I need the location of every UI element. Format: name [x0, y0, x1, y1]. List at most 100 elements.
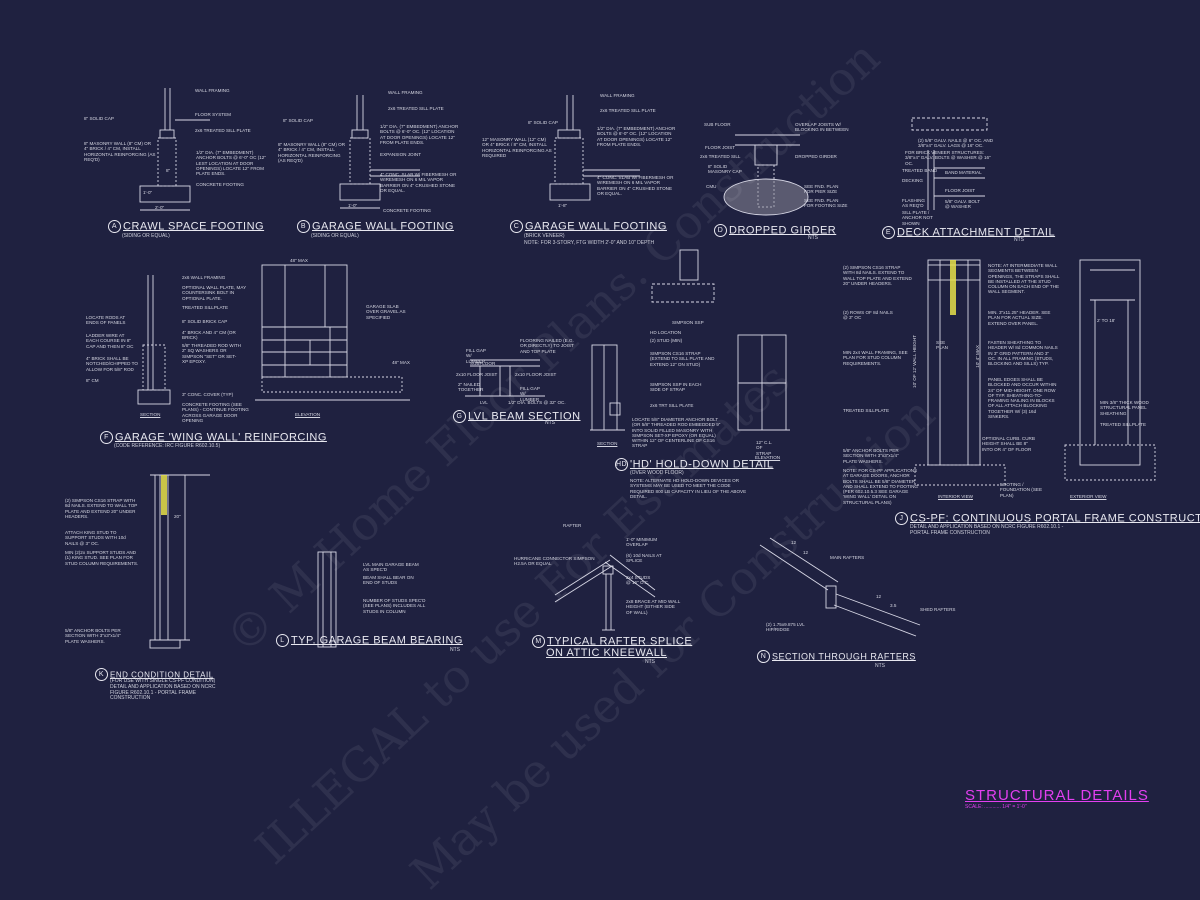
- note: TREATED SILLPLATE: [182, 305, 229, 310]
- cs16-strap-k: [161, 475, 167, 515]
- note: FLASHING AS REQ'D: [902, 198, 925, 209]
- dimension: 1'-0": [143, 190, 153, 195]
- note: (2) STUD (MIN): [650, 338, 683, 343]
- note: 8" SOLID CAP: [84, 116, 114, 121]
- detail-n-linework: [759, 537, 921, 637]
- detail-c-linework: [549, 95, 640, 201]
- dimension: 10' OF 12' WALL HEIGHT: [912, 335, 917, 388]
- note: LADDER WIRE AT EACH COURSE IN 8" CAP AND…: [86, 333, 134, 349]
- detail-g-subtitle: NTS: [545, 420, 555, 426]
- note: SEE FND. PLAN FOR FOOTING SIZE: [804, 198, 848, 209]
- view-label: EXTERIOR VIEW: [1070, 494, 1107, 499]
- detail-h-linework: [590, 334, 790, 431]
- note: 2x6 TREATED SILL PLATE: [388, 106, 444, 111]
- note: HD LOCATION: [650, 330, 682, 335]
- note: 8" MASONRY WALL (8" CM) OR 4" BRICK / 4"…: [84, 141, 156, 162]
- note: NUMBER OF STUDS SPEC'D (SEE PLANS) INCLU…: [363, 598, 426, 614]
- dimension: 3.5: [890, 603, 897, 608]
- note: 2x6 WALL FRAMING: [182, 275, 226, 280]
- view-label: ELEVATION: [295, 412, 321, 417]
- note: CONCRETE FOOTING: [196, 182, 244, 187]
- note: FILL GAP W/ LUMBER: [466, 348, 486, 364]
- note: FLOOR JOIST: [945, 188, 976, 193]
- dimension: 12" C.L. OF STRAP: [756, 440, 773, 456]
- note: MIN 2x4 WALL FRAMING, SEE PLAN FOR STUD …: [843, 350, 908, 366]
- note: LVL: [480, 400, 488, 405]
- note: DECKING: [902, 178, 923, 183]
- dimension: 2'-0": [155, 205, 165, 210]
- detail-e-subtitle: NTS: [1014, 237, 1024, 243]
- note: 2x8 BRACE AT MID WALL HEIGHT (EITHER SID…: [626, 599, 681, 615]
- note: 4" CONC. SLAB W/ FIBERMESH OR WIREMESH O…: [597, 175, 674, 196]
- dimension: 2' TO 18': [1097, 318, 1116, 323]
- note: CONCRETE FOOTING (SEE PLANS) - CONTINUE …: [182, 402, 249, 423]
- dimension: 1'-0": [348, 203, 358, 208]
- detail-d-subtitle: NTS: [808, 235, 818, 241]
- note: 2x6 TREATED SILL PLATE: [195, 128, 251, 133]
- simpson-ssp-label: SIMPSON SSP: [672, 320, 704, 325]
- detail-g-linework: [465, 249, 715, 397]
- note: GARAGE SLAB OVER GRAVEL AS SPECIFIED: [366, 304, 406, 320]
- detail-m-linework: [554, 554, 656, 631]
- note: (6) 10d NAILS AT SPLICE: [626, 553, 662, 564]
- dimension: 48" MAX: [290, 258, 308, 263]
- note: BEAM SHALL BEAR ON END OF STUDS: [363, 575, 414, 586]
- note: 2x6 TREATED SILL: [700, 154, 741, 159]
- note: ATTACH KING STUD TO SUPPORT STUDS WITH 1…: [65, 530, 126, 546]
- note: FOR BRICK VENEER STRUCTURES: 3/8"x4" GAL…: [905, 150, 991, 166]
- note: SUBFLOOR: [470, 361, 496, 366]
- note: 2x10 FLOOR JOIST: [456, 372, 498, 377]
- note: 5/8" ANCHOR BOLTS PER SECTION WITH 3"x3"…: [843, 448, 899, 464]
- dimension: 12: [803, 550, 809, 555]
- note: WALL FRAMING: [600, 93, 635, 98]
- note: 2" NAILED TOGETHER: [458, 382, 484, 393]
- dimension: 1'-8": [558, 203, 568, 208]
- note: SUB FLOOR: [704, 122, 731, 127]
- note: 2x4 STUDS @ 16" O.C.: [626, 575, 651, 586]
- note: 2x6 TRT SILL PLATE: [650, 403, 694, 408]
- detail-a-subtitle: (SIDING OR EQUAL): [122, 233, 170, 239]
- detail-b-subtitle: (SIDING OR EQUAL): [311, 233, 359, 239]
- note: SIMPSON CS16 STRAP (EXTEND TO SILL PLATE…: [650, 351, 715, 367]
- note: WALL FRAMING: [388, 90, 423, 95]
- note: TREATED BAND: [902, 168, 938, 173]
- note: 8" SOLID CAP: [528, 120, 558, 125]
- note: 1/2" DIA. (7" EMBEDMENT) ANCHOR BOLTS @ …: [597, 126, 676, 147]
- note: FILL GAP W/ LUMBER: [520, 386, 540, 402]
- detail-e-linework: [911, 117, 988, 210]
- note: 8" SOLID BRICK CAP: [182, 319, 228, 324]
- sheet-scale: SCALE: ............ 1/4" = 1'-0": [965, 804, 1027, 810]
- note: NOTE: FOR CS-PF APPLICATIONS AT GARAGE D…: [843, 468, 918, 505]
- detail-l-subtitle: NTS: [450, 647, 460, 653]
- note: 8" CM: [86, 378, 99, 383]
- detail-n-subtitle: NTS: [875, 663, 885, 669]
- note: 4" BRICK AND 4" CM (OR BRICK): [182, 330, 236, 341]
- note: FASTEN SHEATHING TO HEADER W/ 8d COMMON …: [988, 340, 1058, 367]
- detail-b-linework: [339, 95, 420, 209]
- note: OVERLAP JOISTS W/ BLOCKING IN BETWEEN: [795, 122, 849, 133]
- dimension: 48" MAX: [392, 360, 410, 365]
- note: EXPANSION JOINT: [380, 152, 422, 157]
- note: 8" SOLID MASONRY CAP: [708, 164, 742, 175]
- note: LVL MAIN GARAGE BEAM AS SPEC'D: [363, 562, 419, 573]
- detail-m-subtitle: NTS: [645, 659, 655, 665]
- note: FLOORING NAILED (E.G. OR DIRECTLY) TO JO…: [520, 338, 574, 354]
- note: CONCRETE FOOTING: [383, 208, 431, 213]
- note: 5/8" THREADED ROD WITH 2" SQ WASHERS OR …: [182, 343, 241, 364]
- note: MAIN RAFTERS: [830, 555, 865, 560]
- detail-c-subtitle: (BRICK VENEER): [524, 233, 565, 239]
- cs16-strap-j: [950, 260, 956, 315]
- note: FLOOR SYSTEM: [195, 112, 231, 117]
- note: SHED RAFTERS: [920, 607, 956, 612]
- note: DROPPED GIRDER: [795, 154, 837, 159]
- detail-f-subtitle: (CODE REFERENCE: IRC FIGURE R602.10.5): [114, 443, 221, 449]
- note: 2x6 TREATED SILL PLATE: [600, 108, 656, 113]
- note: 1'-0" MINIMUM OVERLAP: [626, 537, 658, 548]
